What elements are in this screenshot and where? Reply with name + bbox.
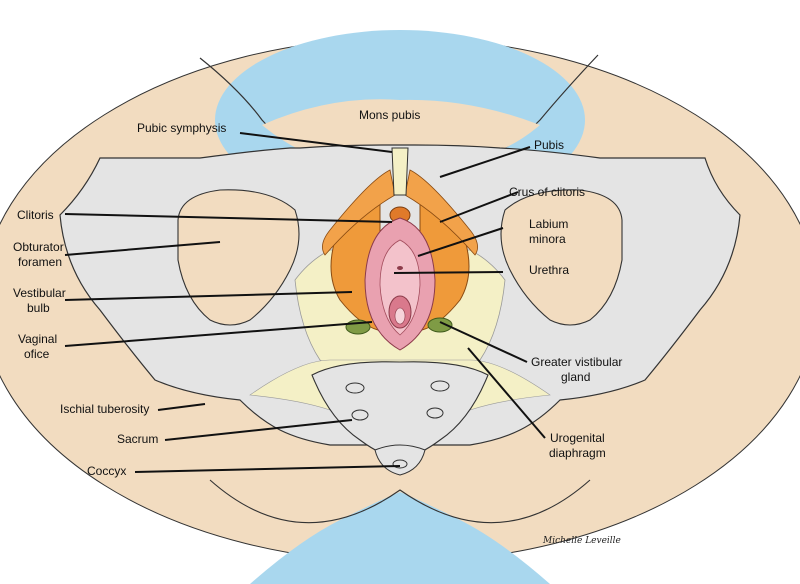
leader-urogenital-diaphragm bbox=[467, 347, 546, 439]
label-mons-pubis: Mons pubis bbox=[359, 108, 421, 122]
label-ischial-tuberosity: Ischial tuberosity bbox=[60, 402, 150, 416]
greater-vestibular-gland-right bbox=[427, 317, 453, 333]
label-sacrum: Sacrum bbox=[117, 432, 159, 446]
label-urogenital-diaphragm-2: diaphragm bbox=[549, 446, 606, 460]
leader-crus-of-clitoris bbox=[439, 191, 519, 223]
artist-signature: Michelle Leveille bbox=[543, 536, 621, 546]
sacral-foramen-4 bbox=[426, 407, 444, 419]
buttocks-outline bbox=[209, 479, 591, 524]
leader-labium-minora bbox=[417, 227, 504, 257]
leader-pubis bbox=[439, 146, 531, 178]
label-pubis: Pubis bbox=[534, 138, 565, 152]
mons-pubis-region bbox=[262, 99, 540, 150]
label-clitoris: Clitoris bbox=[17, 208, 54, 222]
label-vestibular-bulb-2: bulb bbox=[27, 301, 50, 315]
sacral-foramen-1 bbox=[345, 382, 365, 394]
leader-urethra bbox=[393, 271, 504, 274]
label-urogenital-diaphragm-1: Urogenital bbox=[550, 431, 605, 445]
label-pubic-symphysis: Pubic symphysis bbox=[137, 121, 227, 135]
leader-vestibular-bulb bbox=[64, 291, 353, 301]
label-vaginal-orifice-1: Vaginal bbox=[18, 332, 58, 346]
leader-lines bbox=[64, 132, 546, 473]
label-greater-vestibular-gland-1: Greater vistibular bbox=[531, 355, 623, 369]
leader-sacrum bbox=[164, 419, 353, 441]
leader-pubic-symphysis bbox=[239, 132, 393, 153]
urethra-opening bbox=[397, 266, 403, 270]
obturator-foramen-right bbox=[500, 189, 623, 326]
leader-clitoris bbox=[64, 213, 393, 223]
pubic-symphysis-shape bbox=[391, 147, 409, 196]
leader-ischial-tuberosity bbox=[157, 403, 206, 411]
leader-coccyx bbox=[134, 465, 401, 473]
sacrum-bone bbox=[311, 361, 489, 461]
coccyx-tip bbox=[392, 459, 408, 469]
label-crus-of-clitoris: Crus of clitoris bbox=[509, 185, 586, 199]
label-obturator-foramen-1: Obturator bbox=[13, 240, 64, 254]
crus-of-clitoris-right bbox=[404, 169, 478, 256]
leader-vaginal-orifice bbox=[64, 321, 373, 347]
label-labium-minora-2: minora bbox=[529, 232, 566, 246]
label-greater-vestibular-gland-2: gland bbox=[561, 370, 591, 384]
obturator-foramen-left bbox=[177, 189, 300, 326]
label-coccyx: Coccyx bbox=[87, 464, 127, 478]
sacral-foramen-2 bbox=[430, 380, 450, 392]
vaginal-orifice-inner bbox=[394, 307, 406, 325]
leader-obturator-foramen bbox=[64, 241, 221, 256]
sacral-foramen-3 bbox=[351, 409, 369, 421]
label-labium-minora-1: Labium bbox=[529, 217, 569, 231]
label-vestibular-bulb-1: Vestibular bbox=[13, 286, 66, 300]
label-vaginal-orifice-2: ofice bbox=[24, 347, 50, 361]
label-obturator-foramen-2: foramen bbox=[18, 255, 63, 269]
crus-of-clitoris bbox=[322, 169, 396, 256]
background-sky-bottom bbox=[250, 492, 550, 584]
label-urethra: Urethra bbox=[529, 263, 570, 277]
leader-greater-vestibular-gland bbox=[439, 321, 528, 363]
